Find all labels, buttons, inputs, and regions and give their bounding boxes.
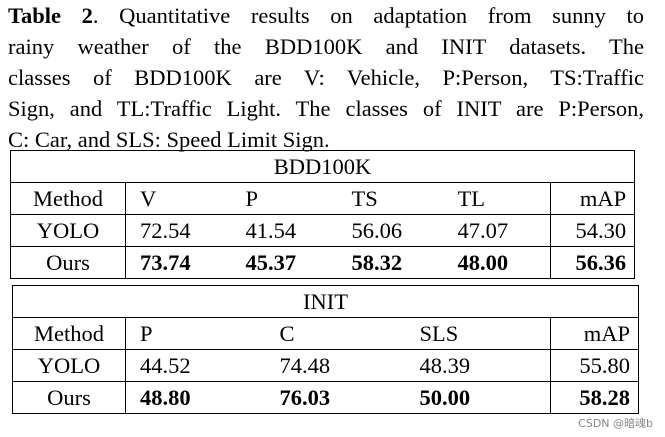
- cell-value: 76.03: [265, 381, 406, 414]
- cell-value: 44.52: [125, 349, 266, 382]
- cell-value: 50.00: [405, 381, 551, 414]
- row-method: YOLO: [10, 214, 126, 247]
- table-row: YOLO 72.54 41.54 56.06 47.07 54.30: [10, 214, 636, 247]
- cell-value: 73.74: [125, 246, 232, 279]
- header-ts: TS: [337, 182, 444, 215]
- header-map: mAP: [549, 317, 640, 350]
- cell-map: 55.80: [549, 349, 640, 382]
- init-table: INIT Method P C SLS mAP YOLO 44.52 74.48…: [11, 285, 640, 414]
- table-title-row: INIT: [11, 285, 640, 318]
- bdd100k-title: BDD100K: [9, 150, 636, 183]
- header-v: V: [125, 182, 232, 215]
- table-row: Ours 73.74 45.37 58.32 48.00 56.36: [10, 246, 636, 279]
- header-p: P: [125, 317, 266, 350]
- header-method: Method: [12, 317, 126, 350]
- table-row: YOLO 44.52 74.48 48.39 55.80: [12, 349, 640, 382]
- header-sls: SLS: [405, 317, 551, 350]
- cell-value: 56.06: [337, 214, 444, 247]
- cell-map: 56.36: [549, 246, 636, 279]
- csdn-watermark: CSDN @暗魂b: [578, 417, 653, 430]
- cell-value: 58.32: [337, 246, 444, 279]
- cell-value: 48.00: [443, 246, 551, 279]
- header-tl: TL: [443, 182, 551, 215]
- table-row: Ours 48.80 76.03 50.00 58.28: [12, 381, 640, 414]
- caption-line-1: Table 2. Quantitative results on adaptat…: [8, 0, 644, 31]
- header-c: C: [265, 317, 406, 350]
- cell-map: 54.30: [549, 214, 636, 247]
- cell-value: 48.80: [125, 381, 266, 414]
- bdd100k-table: BDD100K Method V P TS TL mAP YOLO 72.54 …: [9, 150, 636, 279]
- cell-value: 48.39: [405, 349, 551, 382]
- cell-value: 74.48: [265, 349, 406, 382]
- init-title: INIT: [11, 285, 640, 318]
- table-header-row: Method P C SLS mAP: [12, 317, 640, 350]
- row-method: Ours: [12, 381, 126, 414]
- header-map: mAP: [549, 182, 636, 215]
- caption-line-2: rainy weather of the BDD100K and INIT da…: [8, 34, 644, 59]
- table-title-row: BDD100K: [9, 150, 636, 183]
- header-method: Method: [10, 182, 126, 215]
- header-p: P: [231, 182, 338, 215]
- caption-label: Table 2: [8, 3, 93, 28]
- row-method: YOLO: [12, 349, 126, 382]
- cell-map: 58.28: [549, 381, 640, 414]
- row-method: Ours: [10, 246, 126, 279]
- table-header-row: Method V P TS TL mAP: [10, 182, 636, 215]
- cell-value: 45.37: [231, 246, 338, 279]
- cell-value: 72.54: [125, 214, 232, 247]
- cell-value: 47.07: [443, 214, 551, 247]
- caption-line-1-text: . Quantitative results on adaptation fro…: [92, 3, 644, 28]
- table-caption: Table 2. Quantitative results on adaptat…: [8, 0, 644, 155]
- caption-line-3: classes of BDD100K are V: Vehicle, P:Per…: [8, 65, 644, 90]
- cell-value: 41.54: [231, 214, 338, 247]
- caption-line-5: C: Car, and SLS: Speed Limit Sign.: [8, 127, 330, 152]
- caption-line-4: Sign, and TL:Traffic Light. The classes …: [8, 96, 644, 121]
